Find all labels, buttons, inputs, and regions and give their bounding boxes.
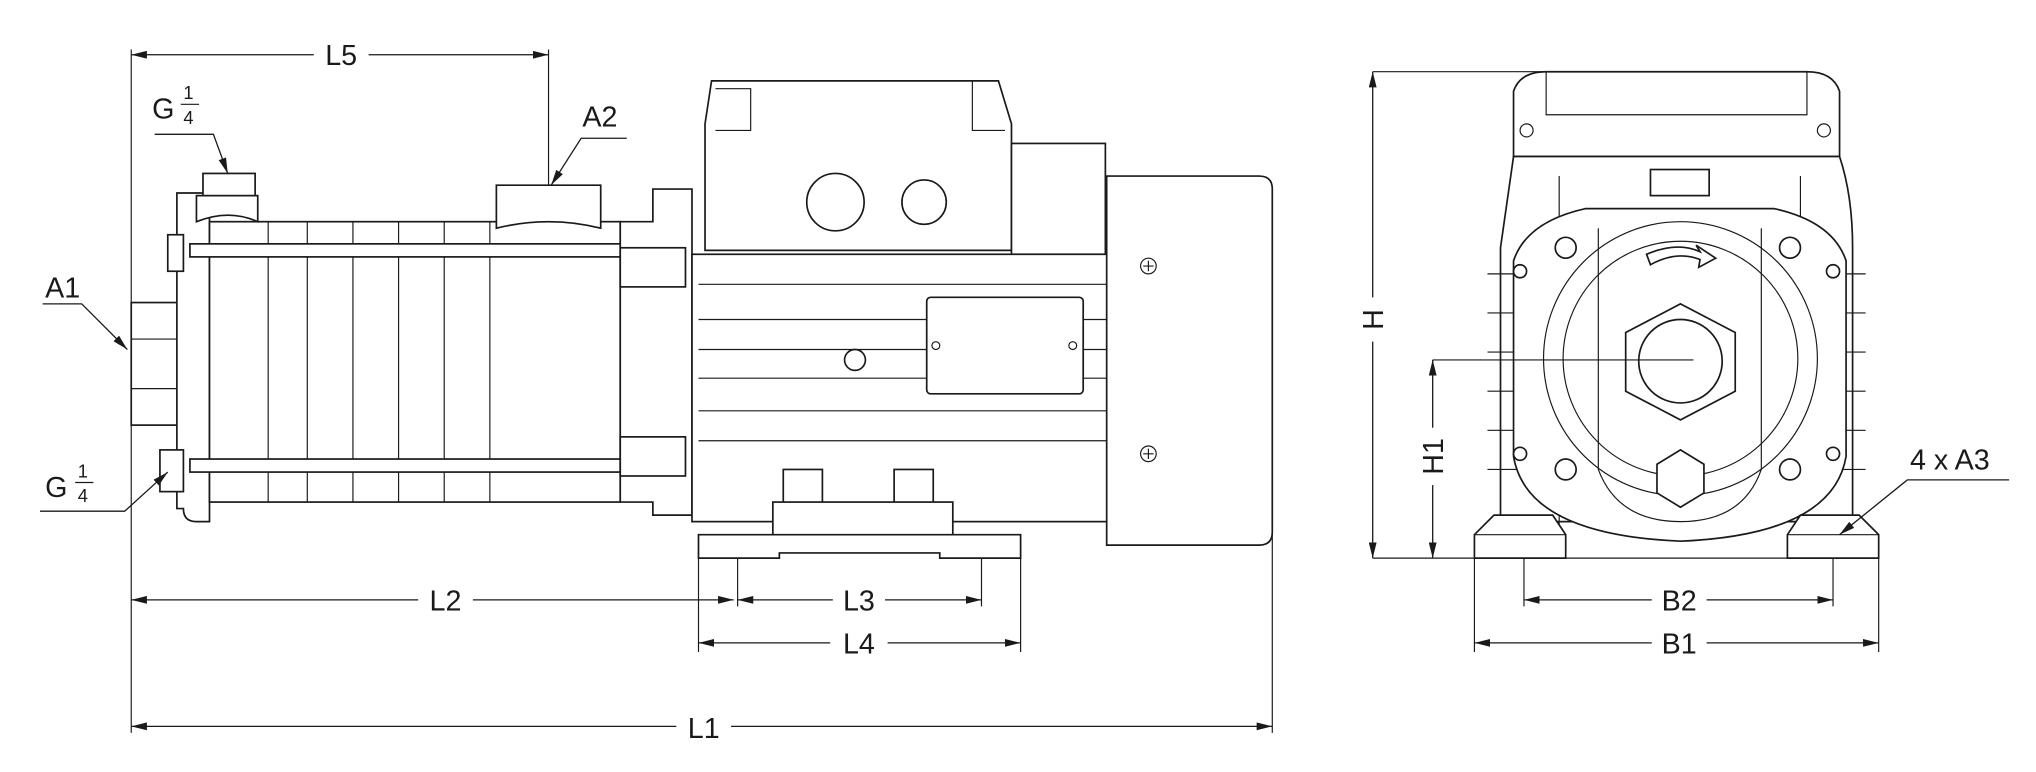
plug-fitting <box>202 172 256 197</box>
g-num: 1 <box>183 82 193 103</box>
inlet-flange <box>176 192 211 523</box>
rotation-arrow-icon <box>1645 244 1718 269</box>
name-plate <box>925 296 1085 395</box>
pump-body <box>208 220 622 503</box>
dim-label-l4: L4 <box>843 628 875 660</box>
foot-right <box>1786 514 1880 559</box>
dim-label-h: H <box>1358 309 1390 330</box>
dim-label-b2: B2 <box>1662 585 1697 617</box>
dim-label-b1: B1 <box>1662 628 1697 660</box>
dim-label-h1: H1 <box>1418 438 1450 475</box>
label-g-quarter-top: G 1 4 <box>152 82 200 128</box>
g-den: 4 <box>78 485 88 506</box>
dim-label-l1: L1 <box>688 713 720 745</box>
label-a3: 4 x A3 <box>1910 444 1990 476</box>
dim-label-l5: L5 <box>325 40 357 72</box>
tie-rod <box>189 458 622 473</box>
g-base: G <box>152 94 174 126</box>
cable-gland <box>901 179 948 226</box>
tie-rod <box>189 243 622 258</box>
fan-cover <box>1105 175 1274 546</box>
front-view: H H1 B2 B1 4 x A3 <box>1358 70 2010 660</box>
dim-label-l3: L3 <box>843 585 875 617</box>
side-view: L5 L2 L3 L4 L1 G 1 4 A2 A1 G 1 4 <box>39 40 1274 745</box>
foot-left <box>1473 514 1567 559</box>
g-base: G <box>45 472 67 504</box>
motor-foot <box>697 533 1022 559</box>
cable-gland <box>805 172 865 232</box>
label-g-quarter-bottom: G 1 4 <box>45 460 94 506</box>
label-a1: A1 <box>45 272 80 304</box>
dim-label-l2: L2 <box>430 585 462 617</box>
outlet-port <box>495 184 602 230</box>
drain-plug <box>1656 448 1705 509</box>
g-den: 4 <box>183 107 193 128</box>
outlet-opening <box>1637 318 1724 404</box>
g-num: 1 <box>78 460 88 481</box>
label-a2: A2 <box>582 101 617 133</box>
screw-icon <box>1139 445 1157 463</box>
screw-icon <box>1139 257 1157 275</box>
terminal-box-front <box>1512 70 1841 158</box>
inlet-port <box>130 301 182 426</box>
